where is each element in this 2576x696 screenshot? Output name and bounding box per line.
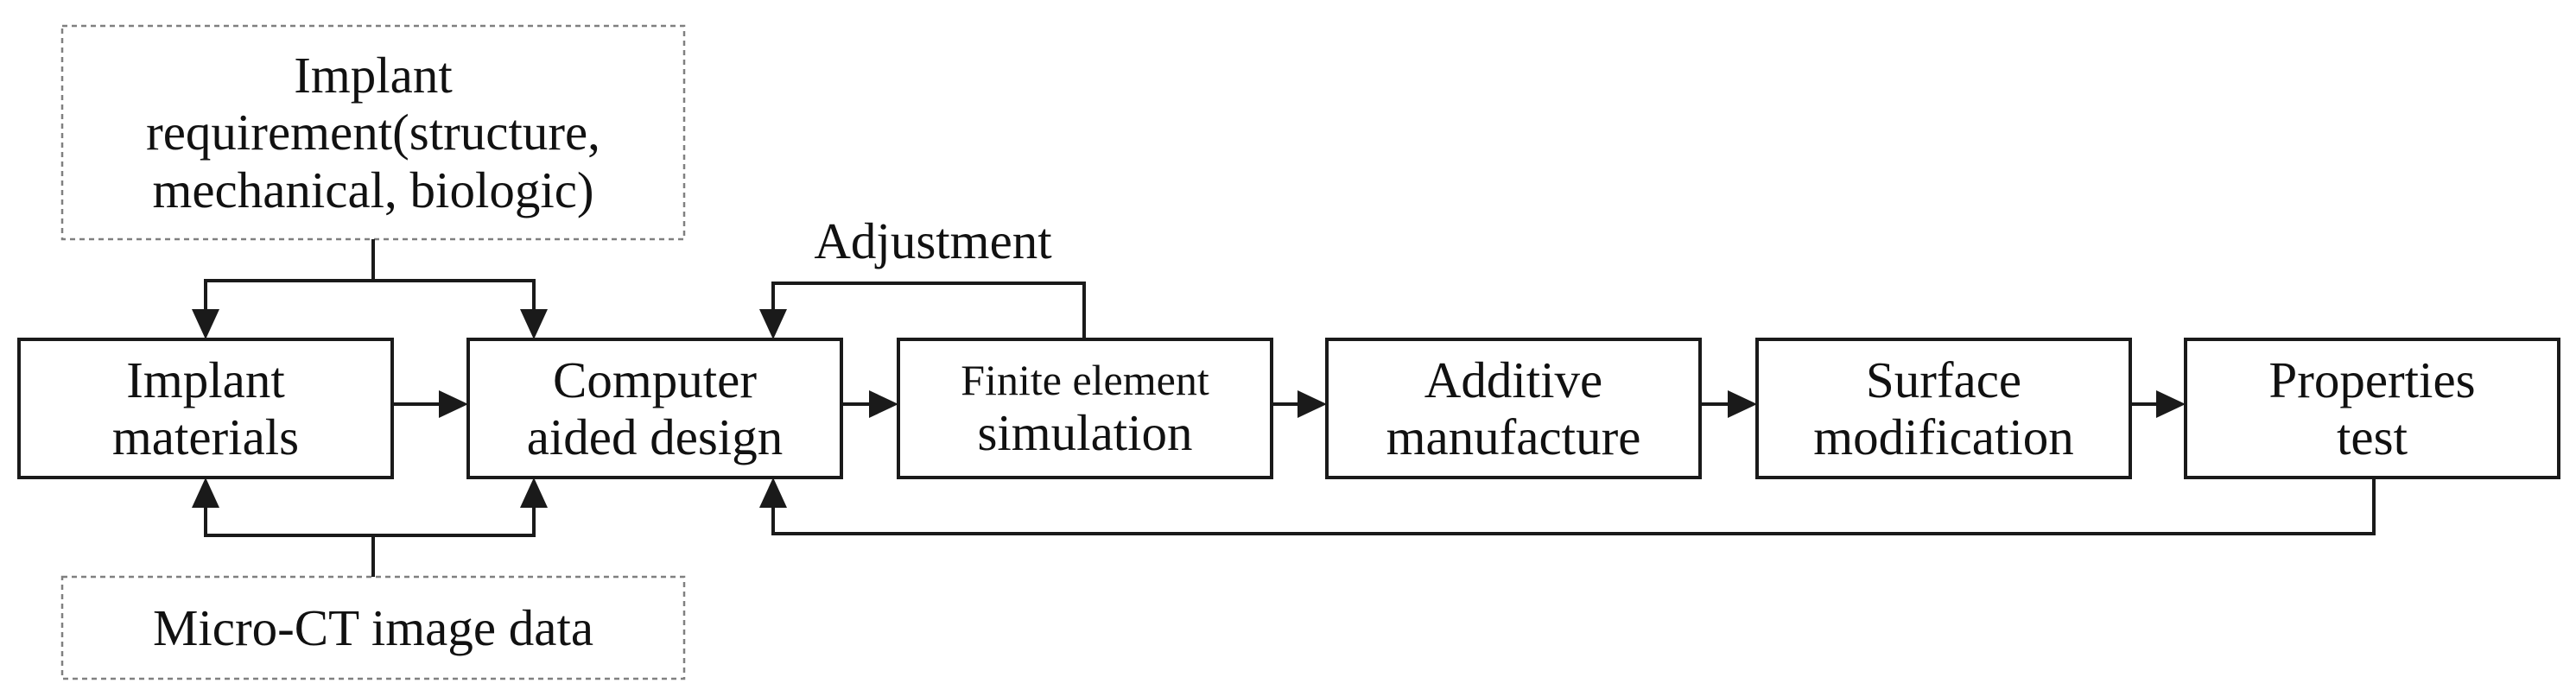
micro-ct-label: Micro-CT image data — [62, 577, 684, 679]
fea-line-1: Finite element — [961, 355, 1209, 404]
properties-feedback-loop — [771, 478, 2376, 535]
box-label-computer-aided-design: Computer aided design — [468, 339, 841, 478]
micro-ct-branch — [204, 506, 536, 537]
adjustment-loop — [771, 282, 1086, 339]
arrowhead-2 — [869, 390, 898, 418]
implant-materials-line-2: materials — [111, 408, 300, 465]
arrowhead-ct-cad — [520, 478, 548, 508]
requirement-line-1: Implant — [294, 47, 453, 104]
additive-line-1: Additive — [1424, 351, 1603, 408]
properties-line-1: Properties — [2268, 351, 2476, 408]
micro-ct-box — [60, 575, 686, 680]
arrowhead-feedback — [759, 478, 787, 508]
arrowhead-3 — [1298, 390, 1327, 418]
requirement-line-3: mechanical, biologic) — [152, 161, 594, 218]
box-label-additive-manufacture: Additive manufacture — [1327, 339, 1700, 478]
box-computer-aided-design — [466, 338, 843, 479]
adjustment-text: Adjustment — [814, 212, 1052, 269]
arrowhead-4 — [1728, 390, 1757, 418]
properties-line-2: test — [2337, 408, 2408, 465]
box-label-properties-test: Properties test — [2186, 339, 2559, 478]
box-label-surface-modification: Surface modification — [1757, 339, 2130, 478]
requirement-label: Implant requirement(structure, mechanica… — [62, 31, 684, 234]
box-label-implant-materials: Implant materials — [19, 339, 392, 478]
requirement-branch — [204, 279, 536, 311]
box-label-finite-element-simulation: Finite element simulation — [898, 339, 1272, 478]
arrowhead-5 — [2156, 390, 2186, 418]
arrowhead-ct-materials — [192, 478, 219, 508]
arrowhead-req-materials — [192, 309, 219, 339]
implant-materials-line-1: Implant — [126, 351, 285, 408]
requirement-line-2: requirement(structure, — [146, 104, 600, 161]
box-additive-manufacture — [1325, 338, 1702, 479]
cad-line-2: aided design — [526, 408, 784, 465]
surface-line-2: modification — [1813, 408, 2074, 465]
micro-ct-text: Micro-CT image data — [152, 598, 594, 656]
arrowhead-req-cad — [520, 309, 548, 339]
arrowhead-1 — [439, 390, 468, 418]
box-surface-modification — [1755, 338, 2132, 479]
cad-line-1: Computer — [553, 351, 757, 408]
additive-line-2: manufacture — [1386, 408, 1641, 465]
surface-line-1: Surface — [1865, 351, 2022, 408]
arrowhead-adjustment — [759, 309, 787, 339]
fea-line-2: simulation — [977, 403, 1193, 461]
adjustment-label: Adjustment — [760, 212, 1106, 269]
